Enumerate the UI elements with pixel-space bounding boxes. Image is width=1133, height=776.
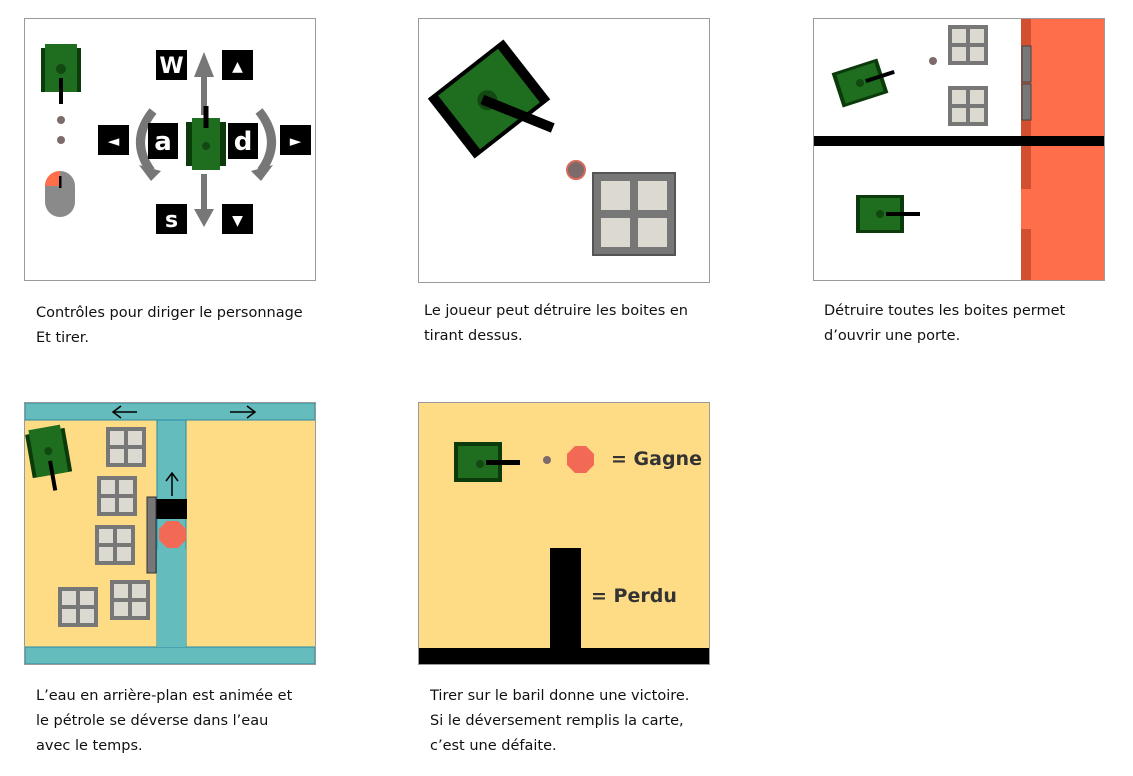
controls-panel: W ▲ ◄ a d ► s ▼ <box>24 18 316 281</box>
caption-line: Tirer sur le baril donne une victoire. <box>430 688 690 704</box>
bullet-dot <box>57 136 65 144</box>
key-left-arrow <box>98 125 129 155</box>
caption-line: c’est une défaite. <box>430 738 557 754</box>
open-door-caption: Détruire toutes les boites permet d’ouvr… <box>824 299 1065 349</box>
open-door-panel <box>813 18 1105 281</box>
caption-line: Le joueur peut détruire les boites en <box>424 303 688 319</box>
destroy-boxes-caption: Le joueur peut détruire les boites en ti… <box>424 299 688 349</box>
destroy-boxes-panel <box>418 18 710 283</box>
bullet-dot <box>57 116 65 124</box>
crate-icon <box>948 86 988 126</box>
key-d-label: d <box>234 127 253 157</box>
tank-icon <box>454 442 520 482</box>
mouse-icon <box>45 171 75 217</box>
arrow-right-icon <box>230 405 257 419</box>
tank-icon <box>186 106 226 170</box>
door-frame <box>1021 19 1031 280</box>
crate-icon <box>106 427 146 467</box>
lose-label: = Perdu <box>591 585 677 607</box>
crate-icon <box>97 476 137 516</box>
key-d <box>228 123 258 159</box>
key-left-arrow-label: ◄ <box>108 132 120 150</box>
caption-line: le pétrole se déverse dans l’eau <box>36 713 269 729</box>
tank-icon <box>427 39 555 159</box>
crate-icon <box>95 525 135 565</box>
key-down-arrow <box>222 204 253 234</box>
caption-line: d’ouvrir une porte. <box>824 328 961 344</box>
tank-icon <box>25 424 73 491</box>
bullet-icon <box>566 160 586 180</box>
key-right-arrow-label: ► <box>290 132 302 150</box>
win-lose-caption: Tirer sur le baril donne une victoire. S… <box>430 684 689 759</box>
key-s <box>156 204 187 234</box>
tank-icon <box>41 44 81 104</box>
door-icon <box>1021 45 1032 83</box>
win-label: = Gagne <box>611 448 702 470</box>
oil-floor <box>419 648 709 664</box>
tank-icon <box>856 195 920 233</box>
rotate-right-icon <box>251 165 273 181</box>
rotate-left-icon <box>139 165 161 181</box>
key-up-arrow-label: ▲ <box>232 59 243 75</box>
water-bottom <box>25 646 315 664</box>
tank-icon <box>831 58 895 108</box>
crate-icon <box>948 25 988 65</box>
caption-line: Contrôles pour diriger le personnage <box>36 305 303 321</box>
caption-line: L’eau en arrière-plan est animée et <box>36 688 293 704</box>
orange-zone <box>1022 19 1104 280</box>
caption-line: avec le temps. <box>36 738 143 754</box>
caption-line: Si le déversement remplis la carte, <box>430 713 684 729</box>
water-oil-caption: L’eau en arrière-plan est animée et le p… <box>36 684 292 759</box>
wall <box>814 136 1104 146</box>
door-icon <box>1021 83 1032 121</box>
oil-gate <box>156 499 187 519</box>
barrel-icon <box>567 446 594 473</box>
key-w <box>156 50 187 80</box>
caption-line: Et tirer. <box>36 330 89 346</box>
bullet-dot <box>543 456 551 464</box>
win-lose-panel: = Gagne = Perdu <box>418 402 710 665</box>
water-channel-lower <box>157 549 186 647</box>
key-a <box>148 123 178 159</box>
crate-icon <box>592 172 676 256</box>
bullet-dot <box>929 57 937 65</box>
arrow-up-icon <box>194 52 214 115</box>
key-up-arrow <box>222 50 253 80</box>
arrow-down-icon <box>194 174 214 227</box>
key-right-arrow <box>280 125 311 155</box>
door-opening <box>1021 189 1031 229</box>
water-oil-panel <box>24 402 316 665</box>
gate-pillar <box>146 496 157 574</box>
water-top <box>25 403 315 421</box>
crate-icon <box>110 580 150 620</box>
key-s-label: s <box>165 208 178 233</box>
crate-icon <box>58 587 98 627</box>
rotate-left-icon <box>136 108 157 174</box>
rotate-right-icon <box>255 108 276 174</box>
key-w-label: W <box>159 54 183 79</box>
oil-wall <box>550 548 581 653</box>
key-a-label: a <box>154 127 172 157</box>
caption-line: tirant dessus. <box>424 328 523 344</box>
arrow-up-icon <box>165 471 179 496</box>
controls-caption: Contrôles pour diriger le personnage Et … <box>36 301 303 351</box>
key-down-arrow-label: ▼ <box>232 213 243 229</box>
caption-line: Détruire toutes les boites permet <box>824 303 1066 319</box>
barrel-icon <box>159 521 186 548</box>
arrow-left-icon <box>111 405 137 419</box>
